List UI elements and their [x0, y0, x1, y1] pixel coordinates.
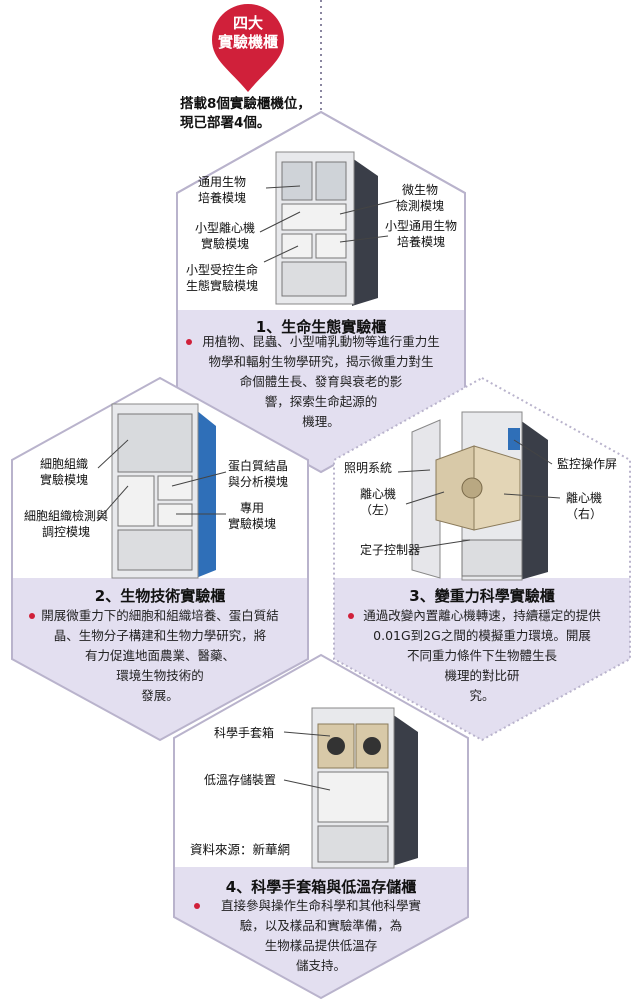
intro-line2: 現已部署4個。: [180, 115, 271, 131]
label-centrifuge-left: 離心機（左）: [360, 487, 397, 517]
desc-line: 不同重力條件下生物體生長: [406, 648, 557, 663]
cabinet-1-title: 1、生命生態實驗櫃: [255, 318, 387, 336]
desc-line: 通過改變內置離心機轉速，持續穩定的提供: [363, 608, 601, 623]
desc-line: 發展。: [141, 688, 179, 703]
pin-label: 四大 實驗機櫃: [214, 14, 282, 52]
desc-line: 物學和輻射生物學研究，揭示微重力對生: [208, 354, 434, 369]
bullet-dot: [348, 613, 354, 619]
source-credit: 資料來源：新華網: [190, 842, 291, 857]
cabinet-1-desc: 用植物、昆蟲、小型哺乳動物等進行重力生 物學和輻射生物學研究，揭示微重力對生 命…: [177, 332, 465, 432]
label-lighting-system: 照明系統: [344, 461, 393, 475]
desc-line: 機理。: [302, 414, 340, 429]
label-monitor-screen: 監控操作屏: [557, 457, 618, 471]
cabinet-3-image: [397, 411, 561, 581]
cabinet-3-title: 3、變重力科學實驗櫃: [409, 587, 555, 605]
bullet-dot: [186, 339, 192, 345]
intro-text: 搭載8個實驗櫃機位， 現已部署4個。: [180, 95, 311, 133]
label-microbe-detection: 微生物檢測模塊: [396, 183, 445, 213]
label-cell-tissue: 細胞組織實驗模塊: [40, 457, 89, 487]
desc-line: 有力促進地面農業、醫藥、: [84, 648, 235, 663]
desc-line: 儲支持。: [295, 958, 346, 973]
label-centrifuge-right: 離心機（右）: [566, 491, 603, 521]
cabinet-4-title: 4、科學手套箱與低溫存儲櫃: [225, 878, 417, 896]
intro-line1: 搭載8個實驗櫃機位，: [180, 96, 311, 112]
desc-line: 用植物、昆蟲、小型哺乳動物等進行重力生: [202, 334, 440, 349]
bullet-dot: [194, 903, 200, 909]
cabinet-4-image: [283, 707, 418, 869]
map-pin-icon: [212, 4, 284, 92]
desc-line: 0.01G到2G之間的模擬重力環境。開展: [373, 628, 591, 643]
pin-label-line1: 四大: [232, 14, 263, 32]
desc-line: 環境生物技術的: [116, 668, 204, 683]
pin-label-line2: 實驗機櫃: [217, 33, 278, 51]
cabinet-4-desc: 直接參與操作生命科學和其他科學實 驗，以及樣品和實驗準備，為 生物樣品提供低溫存…: [180, 896, 462, 976]
desc-line: 命個體生長、發育與衰老的影: [239, 374, 403, 389]
desc-line: 晶、生物分子構建和生物力學研究，將: [53, 628, 267, 643]
label-glove-box: 科學手套箱: [214, 726, 275, 740]
hexagon-3: [333, 376, 631, 742]
label-small-general-culture: 小型通用生物培養模塊: [385, 219, 458, 249]
label-cell-tissue-detect: 細胞組織檢測與調控模塊: [24, 509, 109, 539]
cabinet-1-image: [259, 151, 398, 306]
label-cryo-storage: 低溫存儲裝置: [204, 773, 277, 787]
label-general-bio-culture: 通用生物培養模塊: [198, 175, 247, 205]
label-controlled-ecology: 小型受控生命生態實驗模塊: [186, 263, 259, 293]
desc-line: 直接參與操作生命科學和其他科學實: [220, 898, 421, 913]
label-protein-crystal: 蛋白質結晶與分析模塊: [228, 459, 289, 489]
desc-line: 響，探索生命起源的: [264, 394, 378, 409]
desc-line: 開展微重力下的細胞和組織培養、蛋白質結: [41, 608, 279, 623]
cabinet-2-desc: 開展微重力下的細胞和組織培養、蛋白質結 晶、生物分子構建和生物力學研究，將 有力…: [14, 606, 306, 706]
desc-line: 驗，以及樣品和實驗準備，為: [239, 918, 403, 933]
desc-line: 生物樣品提供低溫存: [264, 938, 378, 953]
cabinet-2-title: 2、生物技術實驗櫃: [94, 587, 226, 605]
label-small-centrifuge: 小型離心機實驗模塊: [195, 221, 256, 251]
desc-line: 機理的對比研: [444, 668, 520, 683]
cabinet-2-image: [97, 403, 227, 579]
bullet-dot: [29, 613, 35, 619]
desc-line: 究。: [469, 688, 495, 703]
label-special-experiment: 專用實驗模塊: [228, 501, 277, 531]
cabinet-3-desc: 通過改變內置離心機轉速，持續穩定的提供 0.01G到2G之間的模擬重力環境。開展…: [336, 606, 628, 706]
label-stator-controller: 定子控制器: [360, 543, 421, 557]
